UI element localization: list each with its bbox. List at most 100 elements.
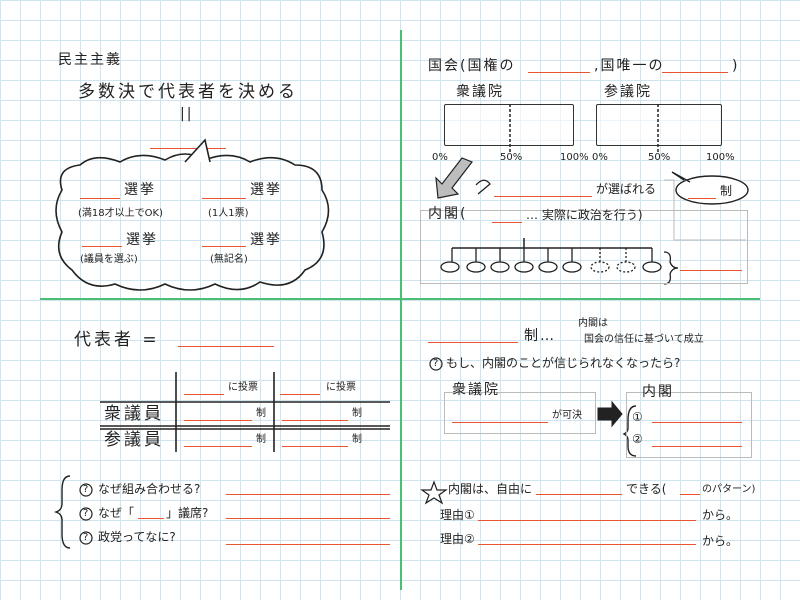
blank-r1c1 (184, 420, 252, 421)
blank-col1 (184, 394, 224, 395)
blank-qa (226, 494, 390, 495)
r1c1-sei: 制 (256, 408, 266, 419)
question-c: 政党ってなに? (98, 530, 176, 544)
free-mid: できる( (626, 482, 667, 496)
equals-mark: || (180, 106, 194, 122)
blank-e2 (202, 198, 246, 199)
q4-naikaku: 内閣 (642, 384, 674, 400)
question-a: なぜ組み合わせる? (98, 482, 201, 496)
blank-r2c2 (282, 446, 348, 447)
qb-mark: ? (83, 508, 89, 519)
sangiin-label: 参議院 (604, 84, 652, 100)
scale2-100: 100% (706, 152, 735, 163)
qc-mark: ? (83, 532, 89, 543)
majority-line: 多数決で代表者を決める (78, 82, 298, 102)
q4-question: もし、内閣のことが信じられなくなったら? (446, 356, 681, 370)
blank-r1c2 (282, 420, 348, 421)
blank-kaketsu (452, 422, 548, 423)
e4-note: (無記名) (210, 254, 248, 265)
naikaku-label: 内閣( (428, 206, 468, 222)
horizontal-divider (40, 298, 760, 300)
blank-e3 (82, 246, 122, 247)
blank-reason2 (478, 544, 696, 545)
e2-label: 選挙 (250, 182, 282, 198)
free-pre: 内閣は、自由に (448, 482, 533, 496)
shugiin-label: 衆議院 (456, 84, 504, 100)
blank-free (536, 494, 622, 495)
naikaku-frame (420, 210, 748, 284)
chosen-label: が選ばれる (596, 182, 657, 196)
scale1-50: 50% (500, 152, 523, 163)
blank-col2 (280, 394, 320, 395)
col2-label: に投票 (326, 382, 356, 393)
blank-qb (226, 518, 390, 519)
e3-note: (議員を選ぶ) (80, 254, 138, 265)
q4-shugiin: 衆議院 (452, 382, 500, 398)
reason1-label: 理由① (440, 508, 475, 522)
blank-reason1 (478, 520, 696, 521)
blank-e1 (80, 198, 120, 199)
vertical-divider (400, 30, 402, 590)
kokkai-label: 国会(国権の (428, 58, 516, 74)
kokkai-mid: ,国唯一の (594, 58, 665, 74)
e4-label: 選挙 (250, 232, 282, 248)
q4-qmark: ? (433, 358, 439, 369)
question-b-post: 」議席? (166, 506, 209, 520)
naikaku-options-frame (626, 392, 752, 458)
blank-qc (226, 544, 390, 545)
blank-qb-inner (138, 518, 164, 519)
blank-chosen (494, 196, 592, 197)
reason2-label: 理由② (440, 532, 475, 546)
blank-yuiitsu (662, 72, 728, 73)
blank-opt2 (652, 446, 742, 447)
shugiin-box (444, 104, 574, 146)
question-b-pre: なぜ「 (98, 506, 135, 520)
naikaku-rest: … 実際に政治を行う) (526, 208, 643, 222)
row1-label: 衆議員 (104, 404, 164, 424)
row2-label: 参議員 (104, 430, 164, 450)
blank-daihyo (178, 346, 274, 347)
blank-e4 (202, 246, 246, 247)
sangiin-box (596, 104, 722, 146)
r1c2-sei: 制 (352, 408, 362, 419)
kokkai-end: ) (732, 58, 740, 74)
title-democracy: 民主主義 (58, 52, 122, 68)
daihyo-label: 代表者 = (74, 330, 160, 350)
blank-pattern (680, 494, 700, 495)
col1-label: に投票 (228, 382, 258, 393)
shugiin-frame (444, 392, 596, 434)
scale1-0: 0% (432, 152, 448, 163)
sei-note1: 内閣は (578, 318, 608, 329)
blank-naikaku (492, 222, 522, 223)
scale1-100: 100% (560, 152, 589, 163)
r2c1-sei: 制 (256, 434, 266, 445)
blank-principle (150, 148, 226, 149)
kaketsu-label: が可決 (552, 410, 582, 421)
opt1-mark: ① (632, 410, 643, 424)
sei-line: 制… (524, 328, 556, 344)
bubble-sei: 制 (720, 184, 733, 198)
scale2-0: 0% (592, 152, 608, 163)
e1-note: (満18才以上でOK) (78, 208, 163, 219)
blank-kokken (528, 72, 590, 73)
e2-note: (1人1票) (208, 208, 249, 219)
blank-sei (428, 342, 518, 343)
blank-opt1 (652, 422, 742, 423)
r2c2-sei: 制 (352, 434, 362, 445)
e3-label: 選挙 (126, 232, 158, 248)
e1-label: 選挙 (124, 182, 156, 198)
blank-bubble (688, 198, 716, 199)
opt2-mark: ② (632, 432, 643, 446)
sei-note2: 国会の信任に基づいて成立 (584, 334, 704, 345)
free-end: のパターン) (702, 484, 756, 495)
scale2-50: 50% (648, 152, 671, 163)
blank-naikaku-right (680, 270, 742, 271)
reason1-kara: から。 (702, 508, 739, 522)
reason2-kara: から。 (702, 534, 739, 548)
